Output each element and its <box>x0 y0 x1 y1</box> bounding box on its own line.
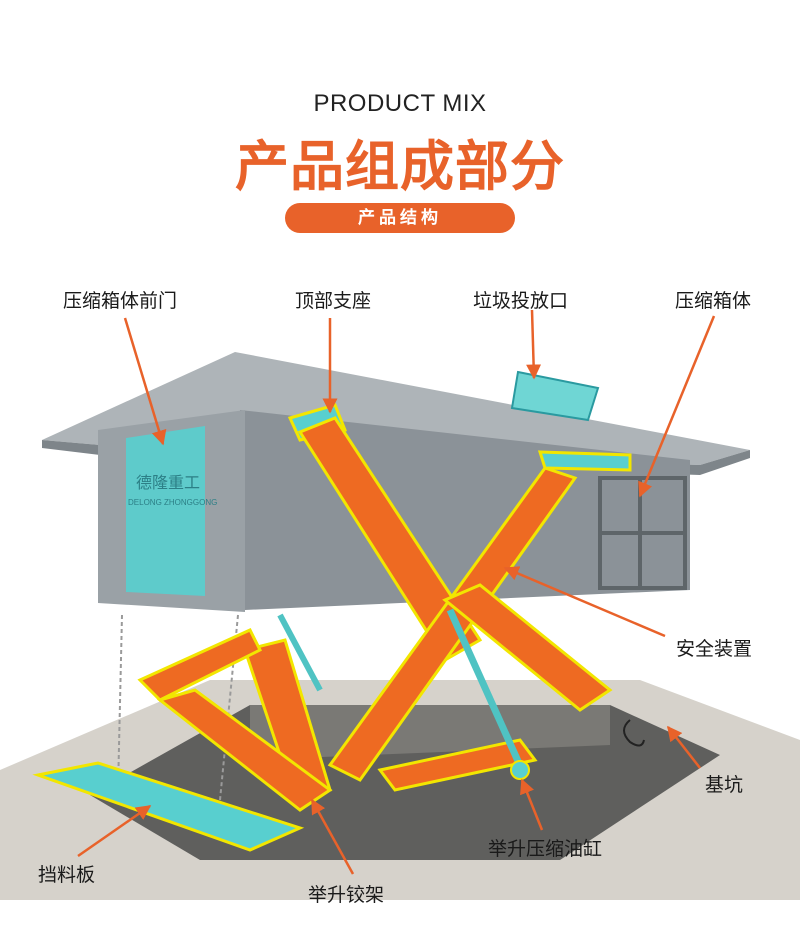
trash-inlet-tray <box>510 370 600 422</box>
brand-logo-en: DELONG ZHONGGONG <box>128 498 217 507</box>
front-door-highlight <box>126 426 205 596</box>
arrow-baffle-plate <box>77 804 152 858</box>
brand-logo: 德隆重工 <box>136 473 200 492</box>
arrow-compress-box <box>638 315 716 498</box>
label-safety-device: 安全装置 <box>676 638 753 660</box>
lift-cylinder-left <box>277 613 323 692</box>
arrow-front-door <box>123 317 167 446</box>
cylinder-pivot <box>510 760 530 780</box>
label-lift-hinge: 举升铰架 <box>308 884 385 906</box>
arrow-lift-hinge <box>310 798 355 875</box>
chain-left <box>117 614 123 791</box>
rail-highlight <box>537 450 632 472</box>
label-top-support: 顶部支座 <box>295 290 372 312</box>
arrow-trash-inlet <box>526 309 542 380</box>
label-front-door: 压缩箱体前门 <box>63 290 178 312</box>
label-baffle-plate: 挡料板 <box>38 864 96 886</box>
lift-cylinder <box>446 608 526 772</box>
arrow-foundation-pit <box>667 725 701 769</box>
page-title: 产品组成部分 <box>235 135 565 198</box>
section-badge: 产品结构 <box>285 203 515 233</box>
label-lift-cylinder: 举升压缩油缸 <box>488 838 603 860</box>
arrow-lift-cylinder <box>520 778 544 831</box>
label-trash-inlet: 垃圾投放口 <box>473 290 569 312</box>
baffle-plate-highlight <box>32 761 305 852</box>
pit-cable <box>623 719 645 747</box>
arrow-safety-device <box>503 566 666 638</box>
label-foundation-pit: 基坑 <box>705 774 744 796</box>
label-compress-box: 压缩箱体 <box>675 290 752 312</box>
subtitle-en: PRODUCT MIX <box>313 90 487 117</box>
